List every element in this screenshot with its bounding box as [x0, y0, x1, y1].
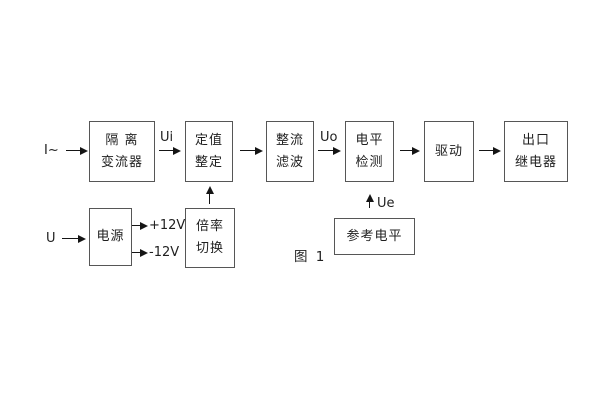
block-text-line: 检测: [355, 154, 384, 170]
block-output-relay: 出口 继电器: [504, 121, 568, 182]
label-input-current: I~: [44, 143, 59, 158]
block-text-line: 隔 离: [105, 132, 139, 148]
label-uo: Uo: [320, 130, 338, 145]
arrow-driver-to-relay: [479, 146, 501, 155]
block-level-detect: 电平 检测: [345, 121, 394, 182]
block-setting-adjust: 定值 整定: [185, 121, 233, 182]
arrow-setting-to-rectify: [240, 146, 263, 155]
label-plus-12v: +12V: [149, 218, 186, 233]
label-input-voltage: U: [46, 231, 56, 246]
arrow-rectify-to-level: [318, 146, 341, 155]
block-text-line: 驱动: [434, 143, 463, 159]
arrow-isolation-to-setting: [159, 146, 181, 155]
block-text-line: 整流: [275, 132, 304, 148]
block-isolation-transformer: 隔 离 变流器: [89, 121, 155, 182]
block-text-line: 参考电平: [346, 228, 403, 244]
arrow-input-to-isolation: [66, 146, 88, 155]
block-ratio-switch: 倍率 切换: [185, 208, 235, 268]
block-driver: 驱动: [424, 121, 474, 182]
block-rectify-filter: 整流 滤波: [266, 121, 314, 182]
block-text-line: 滤波: [275, 154, 304, 170]
block-text-line: 整定: [194, 154, 223, 170]
block-text-line: 倍率: [195, 219, 224, 234]
block-text-line: 切换: [195, 241, 224, 256]
label-ui: Ui: [160, 130, 174, 145]
block-text-line: 变流器: [100, 154, 143, 170]
block-power-supply: 电源: [89, 208, 132, 266]
block-text-line: 电源: [96, 229, 125, 244]
block-text-line: 电平: [355, 132, 384, 148]
arrow-level-to-driver: [400, 146, 420, 155]
arrow-ratio-to-setting: [205, 186, 214, 204]
label-minus-12v: -12V: [149, 245, 180, 260]
block-text-line: 定值: [194, 132, 223, 148]
figure-caption: 图 1: [294, 249, 327, 265]
block-reference-level: 参考电平: [334, 218, 415, 255]
block-text-line: 出口: [521, 132, 550, 148]
arrow-power-to-plus12: [132, 221, 148, 230]
arrow-voltage-to-power: [62, 234, 86, 243]
arrow-reference-to-level: [365, 194, 374, 208]
block-text-line: 继电器: [514, 154, 557, 170]
label-ue: Ue: [377, 196, 395, 211]
arrow-power-to-minus12: [132, 248, 148, 257]
